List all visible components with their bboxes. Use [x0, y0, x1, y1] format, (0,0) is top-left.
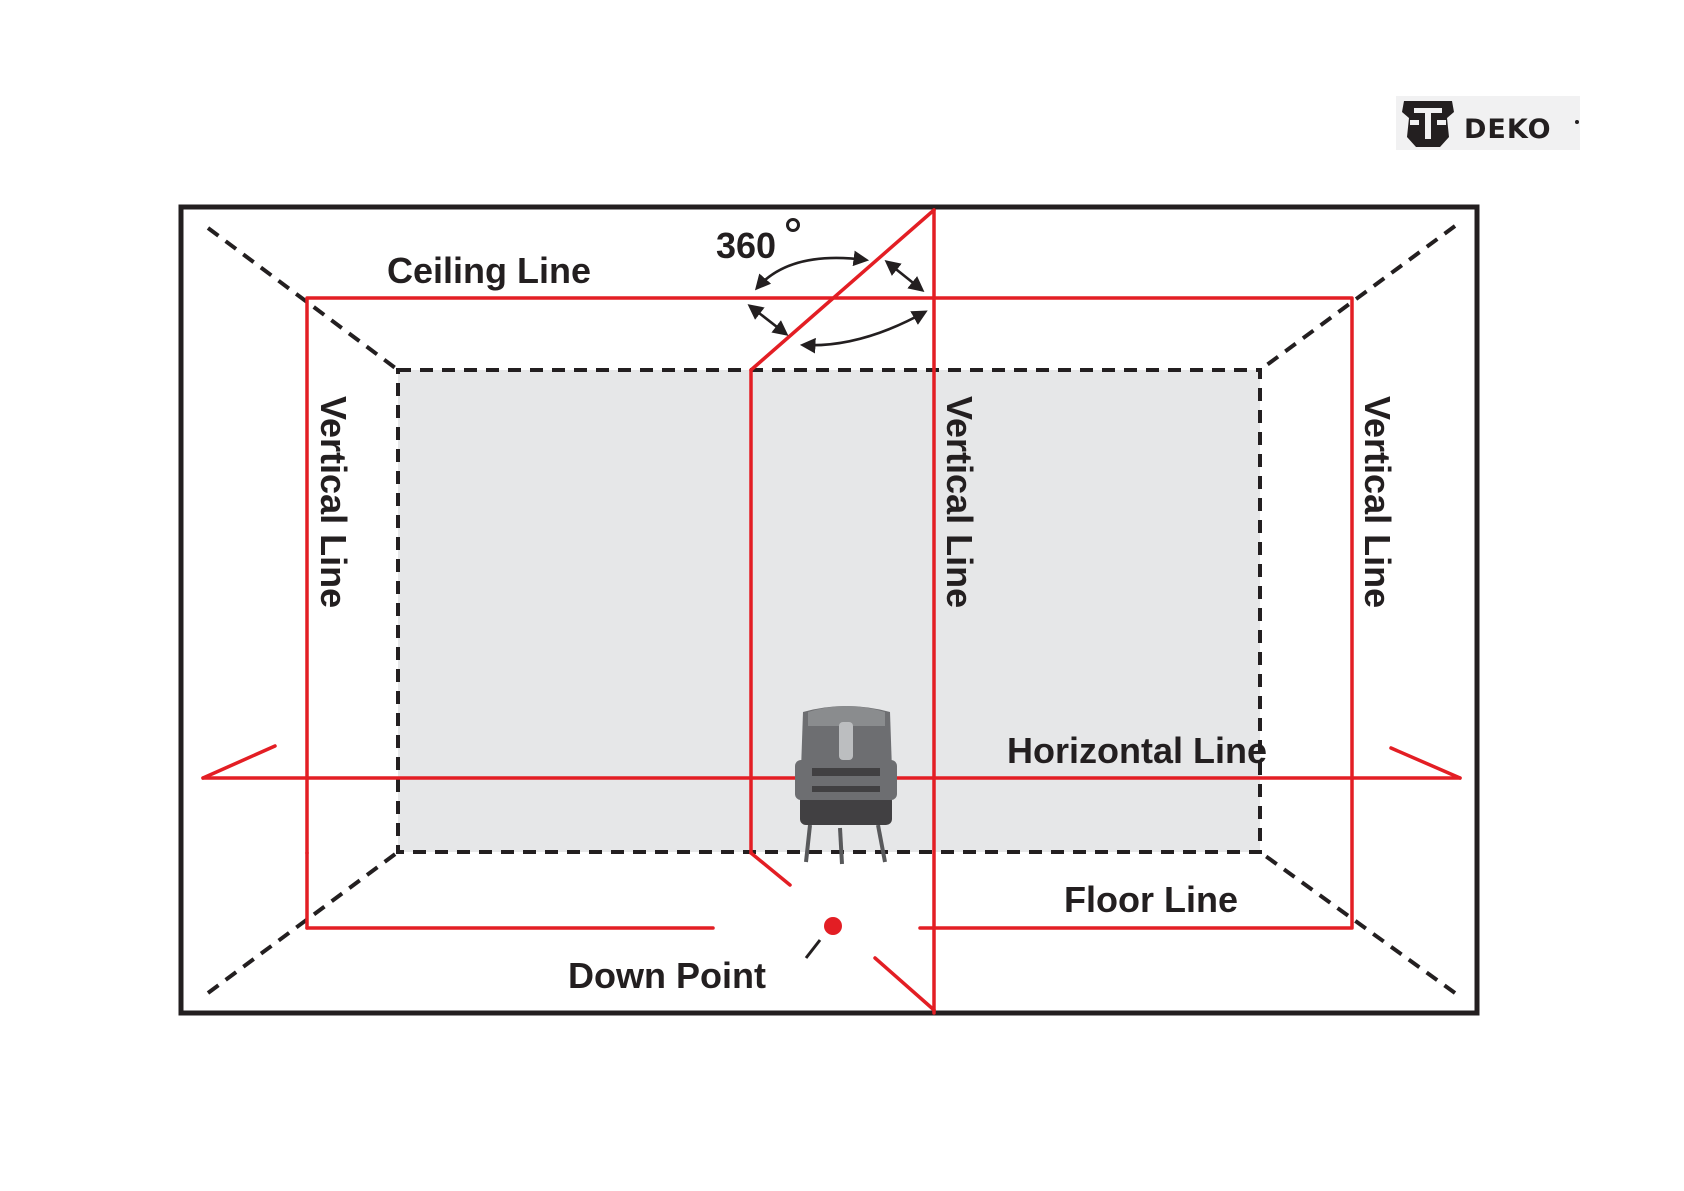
brand-logo: DEKO	[1396, 96, 1580, 150]
laser-level-device-icon	[795, 706, 897, 865]
laser-horizontal-tail-right	[1389, 746, 1462, 780]
label-vertical-line-center: Vertical Line	[939, 396, 980, 608]
label-ceiling-line: Ceiling Line	[387, 250, 591, 291]
laser-diagonal-floor-front	[873, 956, 936, 1012]
down-point-dot	[824, 917, 842, 935]
tilt-arrow-left	[747, 304, 789, 336]
down-point-leader	[804, 939, 822, 959]
laser-diagonal-ceiling	[749, 208, 936, 372]
room-outer-frame	[178, 204, 1480, 1016]
label-vertical-line-right: Vertical Line	[1357, 396, 1398, 608]
degree-symbol	[786, 218, 800, 232]
brand-name: DEKO	[1464, 114, 1552, 145]
corner-edge-top-left	[206, 226, 400, 372]
tilt-arrow-right	[884, 260, 925, 292]
label-down-point: Down Point	[568, 955, 766, 996]
laser-diagonal-floor	[749, 851, 792, 887]
registered-mark	[1575, 120, 1579, 124]
laser-ceiling-and-right-wall	[305, 296, 1354, 930]
back-wall-outline	[396, 368, 1262, 854]
rotation-arrows	[747, 250, 928, 354]
label-horizontal-line: Horizontal Line	[1007, 730, 1267, 771]
corner-edge-bottom-right	[1258, 850, 1457, 995]
corner-edge-bottom-left	[206, 850, 400, 995]
label-floor-line: Floor Line	[1064, 879, 1238, 920]
rotation-arrow-bottom	[799, 310, 928, 354]
deko-mask-icon	[1402, 101, 1454, 147]
laser-horizontal-tail-left	[201, 744, 277, 780]
label-rotation: 360	[716, 225, 776, 266]
rotation-arrow-top	[754, 250, 870, 291]
label-vertical-line-left: Vertical Line	[313, 396, 354, 608]
corner-edge-top-right	[1258, 224, 1457, 372]
